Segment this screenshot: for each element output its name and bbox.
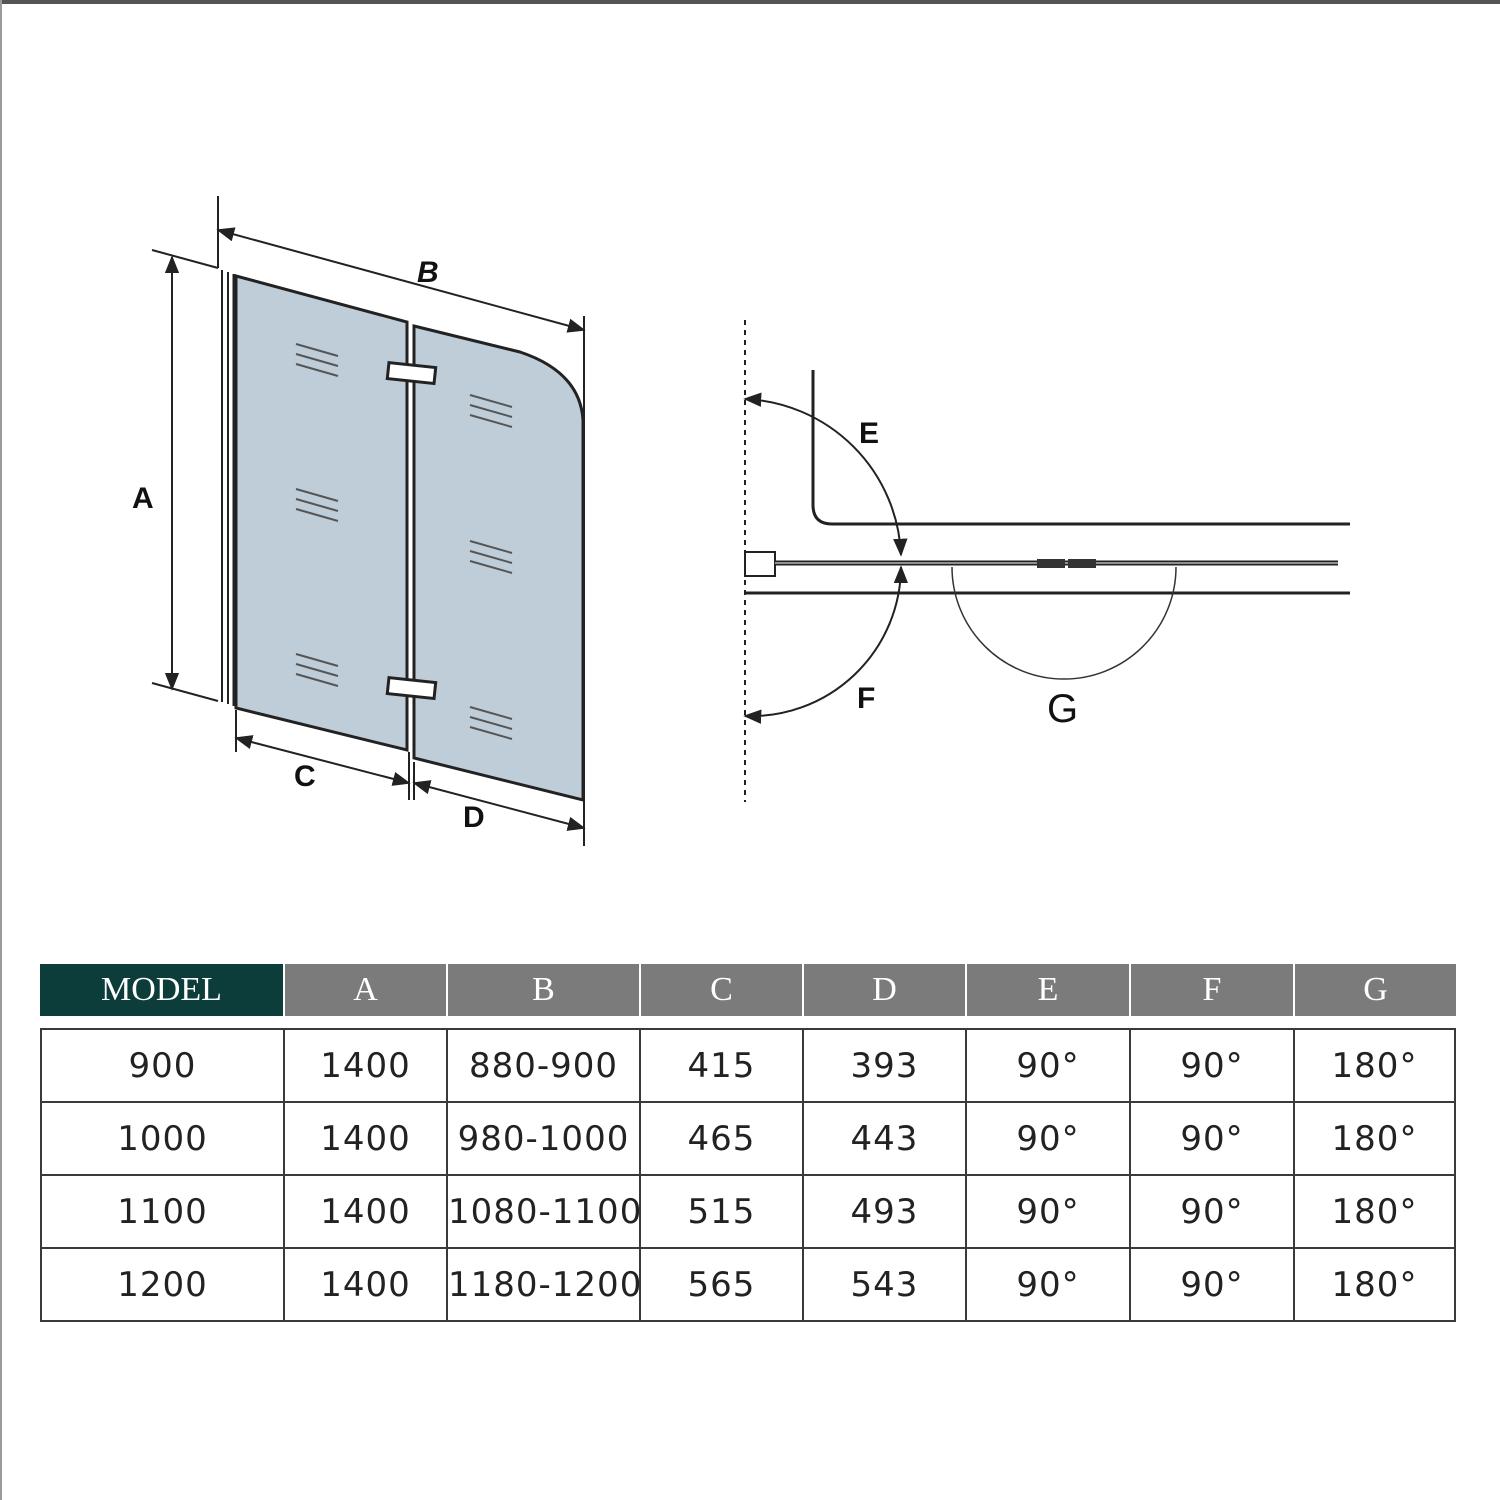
- cell-g: 180°: [1293, 1103, 1456, 1176]
- glass-reflection-marks: [295, 343, 513, 740]
- cell-g: 180°: [1293, 1028, 1456, 1103]
- table-header-row: MODEL A B C D E F G: [40, 964, 1456, 1016]
- cell-c: 465: [639, 1103, 802, 1176]
- cell-f: 90°: [1129, 1028, 1293, 1103]
- table-row: 1100 1400 1080-1100 515 493 90° 90° 180°: [40, 1176, 1456, 1249]
- cell-g: 180°: [1293, 1176, 1456, 1249]
- label-f: F: [857, 682, 875, 715]
- hinge-top: [385, 360, 438, 386]
- label-c: C: [294, 760, 316, 793]
- wall-profile: [221, 270, 236, 706]
- swing-arc-e: [743, 392, 908, 557]
- cell-c: 415: [639, 1028, 802, 1103]
- cell-a: 1400: [283, 1103, 446, 1176]
- dimension-d: [412, 762, 586, 831]
- cell-c: 565: [639, 1249, 802, 1322]
- cell-g: 180°: [1293, 1249, 1456, 1322]
- header-b: B: [446, 964, 639, 1016]
- cell-b: 1080-1100: [446, 1176, 641, 1249]
- cell-model: 1000: [40, 1103, 283, 1176]
- dimension-a: [151, 249, 219, 702]
- label-a: A: [132, 482, 154, 515]
- cell-a: 1400: [283, 1028, 446, 1103]
- hinge-top-view: [1037, 559, 1096, 568]
- cell-f: 90°: [1129, 1249, 1293, 1322]
- cell-b: 880-900: [446, 1028, 639, 1103]
- table-row: 900 1400 880-900 415 393 90° 90° 180°: [40, 1028, 1456, 1103]
- glass-panel-right: [412, 324, 585, 802]
- label-e: E: [859, 417, 879, 450]
- cell-model: 1100: [40, 1176, 283, 1249]
- hinge-bottom: [385, 675, 438, 701]
- label-g: G: [1047, 687, 1078, 731]
- wall-bracket: [744, 551, 776, 577]
- swing-arc-g: [951, 566, 1177, 680]
- swing-arc-f: [743, 565, 909, 724]
- cell-model: 1200: [40, 1249, 283, 1322]
- header-c: C: [639, 964, 802, 1016]
- table-row: 1000 1400 980-1000 465 443 90° 90° 180°: [40, 1103, 1456, 1176]
- cell-b: 1180-1200: [446, 1249, 641, 1322]
- header-e: E: [965, 964, 1129, 1016]
- cell-e: 90°: [965, 1249, 1129, 1322]
- table-row: 1200 1400 1180-1200 565 543 90° 90° 180°: [40, 1249, 1456, 1322]
- front-view: A B C D: [132, 196, 586, 846]
- cell-model: 900: [40, 1028, 283, 1103]
- cell-e: 90°: [965, 1028, 1129, 1103]
- top-view: E F G: [743, 320, 1350, 802]
- shower-screen-diagram: A B C D: [132, 196, 1350, 846]
- header-a: A: [283, 964, 446, 1016]
- cell-e: 90°: [965, 1176, 1129, 1249]
- cell-a: 1400: [283, 1249, 446, 1322]
- label-d: D: [463, 801, 485, 834]
- header-f: F: [1129, 964, 1293, 1016]
- cell-d: 443: [802, 1103, 965, 1176]
- cell-f: 90°: [1129, 1176, 1293, 1249]
- header-d: D: [802, 964, 965, 1016]
- cell-d: 493: [802, 1176, 965, 1249]
- cell-a: 1400: [283, 1176, 446, 1249]
- left-rule: [0, 0, 2, 1500]
- bath-rim: [811, 370, 1350, 526]
- cell-e: 90°: [965, 1103, 1129, 1176]
- dimension-b: [216, 196, 586, 846]
- cell-d: 393: [802, 1028, 965, 1103]
- header-model: MODEL: [40, 964, 283, 1016]
- label-b: B: [417, 256, 439, 289]
- dimension-c: [234, 710, 411, 800]
- header-g: G: [1293, 964, 1456, 1016]
- top-rule: [0, 0, 1500, 4]
- spec-table: MODEL A B C D E F G 900 1400 880-900 415…: [40, 964, 1456, 1322]
- cell-b: 980-1000: [446, 1103, 639, 1176]
- cell-c: 515: [639, 1176, 802, 1249]
- cell-d: 543: [802, 1249, 965, 1322]
- cell-f: 90°: [1129, 1103, 1293, 1176]
- glass-panel-left: [234, 274, 409, 752]
